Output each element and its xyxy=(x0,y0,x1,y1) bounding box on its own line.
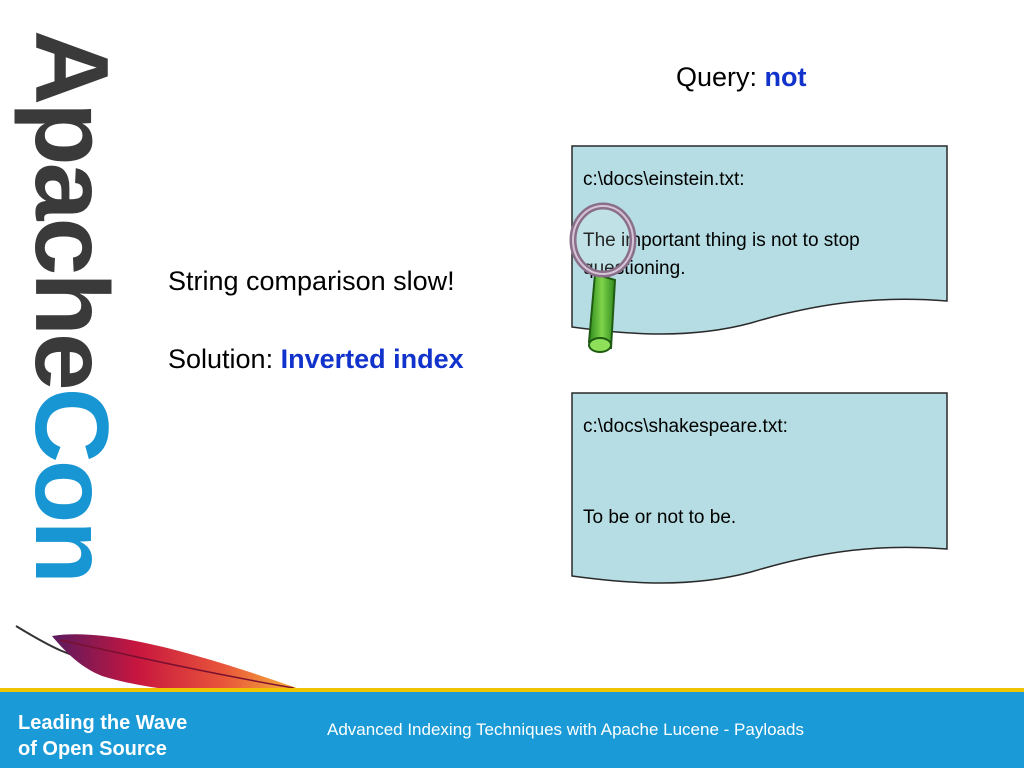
solution-value: Inverted index xyxy=(280,344,464,374)
footer-title: Advanced Indexing Techniques with Apache… xyxy=(327,720,804,739)
feather-icon xyxy=(15,625,297,693)
document-path: c:\docs\shakespeare.txt: xyxy=(583,416,788,437)
document-path: c:\docs\einstein.txt: xyxy=(583,169,745,190)
document-shape xyxy=(571,145,948,335)
apachecon-wordmark: ApacheCon xyxy=(8,30,134,610)
footer-bar: Leading the Wave of Open Source Advanced… xyxy=(0,688,1024,768)
document-shape xyxy=(571,392,948,584)
document-text: To be or not to be. xyxy=(583,507,737,528)
apachecon-logo: ApacheCon xyxy=(8,30,134,610)
brand-con: Con xyxy=(13,387,129,581)
document-einstein: c:\docs\einstein.txt: The important thin… xyxy=(571,145,948,340)
query-label: Query: xyxy=(676,62,765,92)
magnifier-icon xyxy=(569,202,637,353)
body-line-solution: Solution: Inverted index xyxy=(168,344,464,375)
document-shakespeare: c:\docs\shakespeare.txt: To be or not to… xyxy=(571,392,948,589)
brand-apache: Apache xyxy=(13,30,129,388)
solution-label: Solution: xyxy=(168,344,281,374)
tagline: Leading the Wave of Open Source xyxy=(18,710,187,762)
body-line-string-comparison: String comparison slow! xyxy=(168,266,455,296)
tagline-line-1: Leading the Wave xyxy=(18,712,188,734)
document-text: The important thing is not to stop quest… xyxy=(583,230,860,279)
tagline-line-2: of Open Source xyxy=(18,738,167,760)
query-heading: Query: not xyxy=(676,62,807,93)
query-value: not xyxy=(764,62,807,92)
